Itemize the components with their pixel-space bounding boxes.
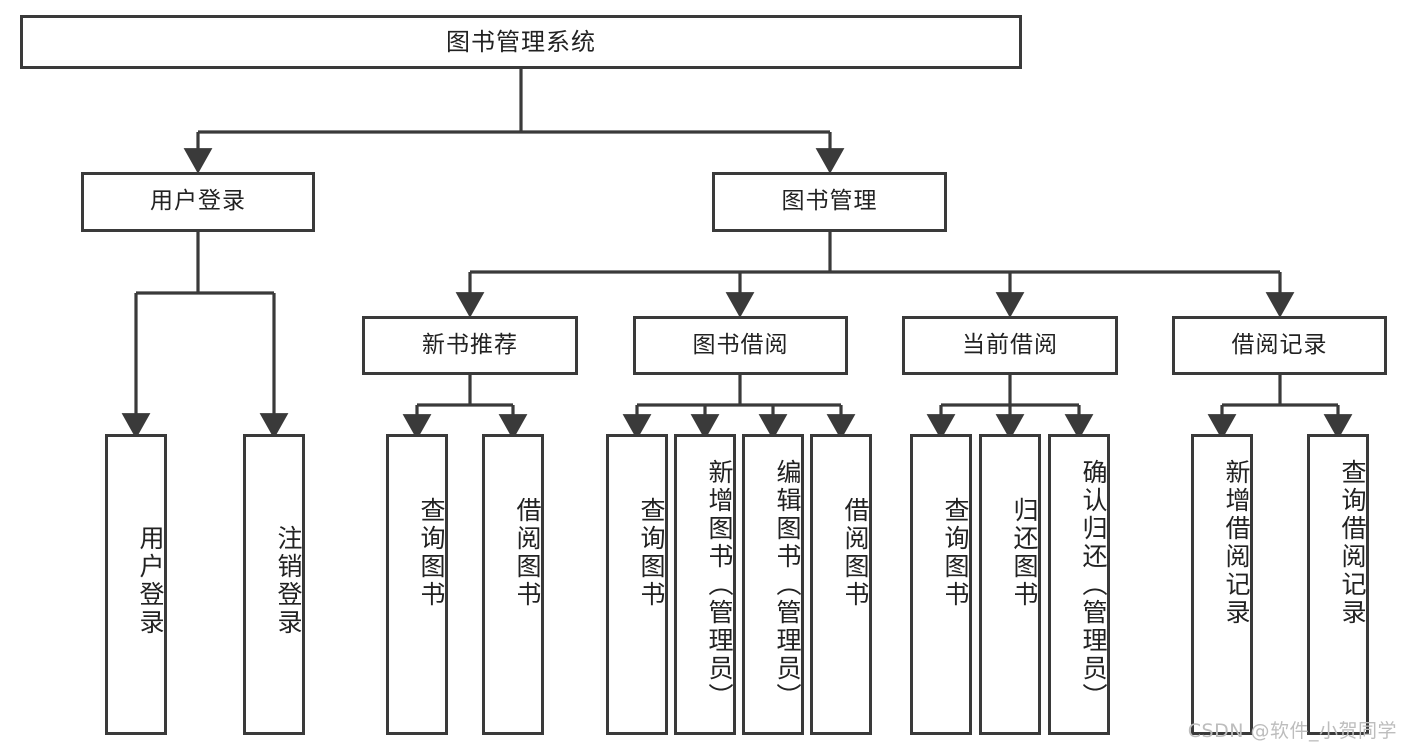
leaf-recommend-query-book[interactable]: 查询图书 xyxy=(386,434,448,735)
leaf-recommend-borrow-book[interactable]: 借阅图书 xyxy=(482,434,544,735)
node-root-system[interactable]: 图书管理系统 xyxy=(20,15,1022,69)
leaf-user-login-logout[interactable]: 注销登录 xyxy=(243,434,305,735)
node-book-borrow[interactable]: 图书借阅 xyxy=(633,316,848,375)
leaf-current-query-book[interactable]: 查询图书 xyxy=(910,434,972,735)
node-borrow-record[interactable]: 借阅记录 xyxy=(1172,316,1387,375)
leaf-borrow-query-book[interactable]: 查询图书 xyxy=(606,434,668,735)
node-current-borrow[interactable]: 当前借阅 xyxy=(902,316,1118,375)
leaf-record-add-record[interactable]: 新增借阅记录 xyxy=(1191,434,1253,735)
leaf-borrow-borrow-book[interactable]: 借阅图书 xyxy=(810,434,872,735)
node-user-login[interactable]: 用户登录 xyxy=(81,172,315,232)
leaf-borrow-edit-book-admin[interactable]: 编辑图书（管理员） xyxy=(742,434,804,735)
leaf-current-return-book[interactable]: 归还图书 xyxy=(979,434,1041,735)
leaf-user-login-login[interactable]: 用户登录 xyxy=(105,434,167,735)
node-new-book-recommend[interactable]: 新书推荐 xyxy=(362,316,578,375)
leaf-record-query-record[interactable]: 查询借阅记录 xyxy=(1307,434,1369,735)
leaf-borrow-add-book-admin[interactable]: 新增图书（管理员） xyxy=(674,434,736,735)
leaf-current-confirm-return-admin[interactable]: 确认归还（管理员） xyxy=(1048,434,1110,735)
node-book-management[interactable]: 图书管理 xyxy=(712,172,947,232)
